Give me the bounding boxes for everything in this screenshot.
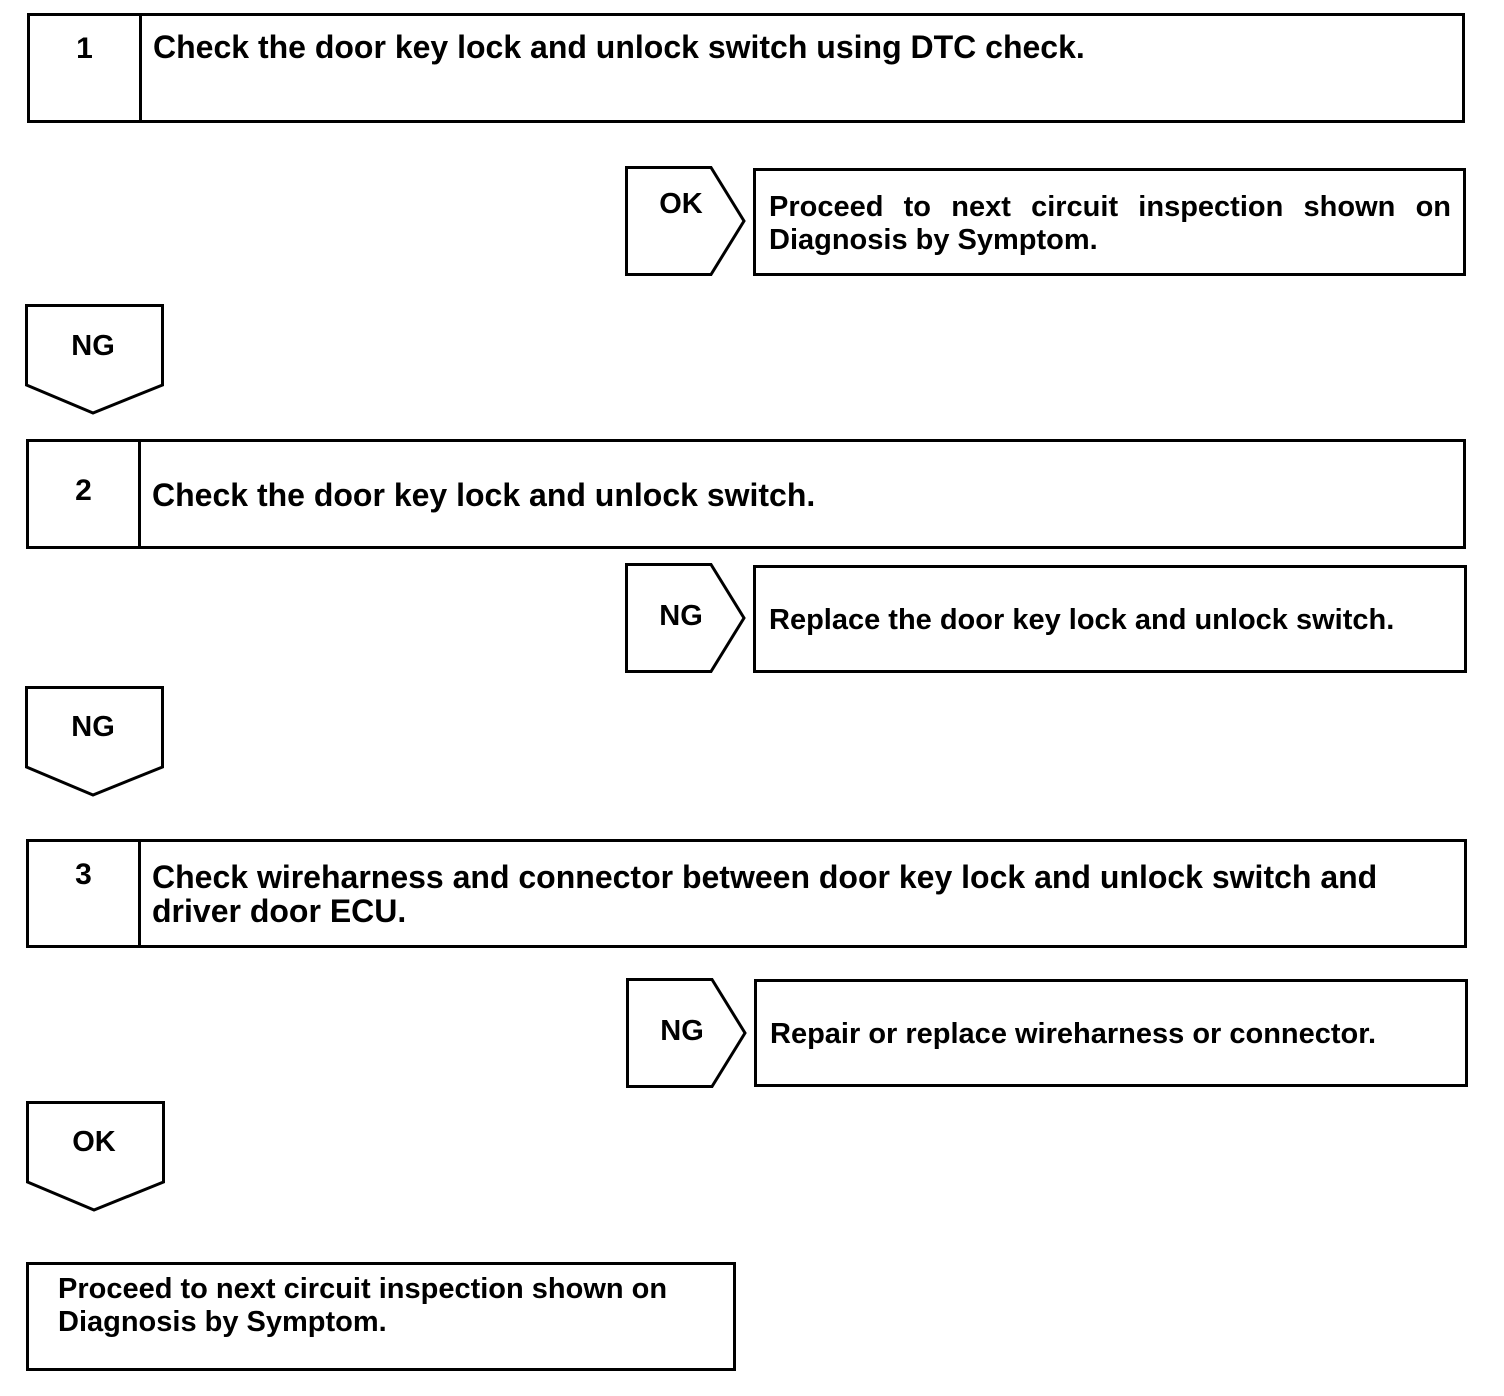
- step-1-text: Check the door key lock and unlock switc…: [153, 29, 1085, 65]
- branch-1-label: OK: [659, 188, 703, 220]
- branch-1-label-arrow: OK: [625, 166, 747, 276]
- branch-2-label: NG: [659, 600, 703, 632]
- step-2-box: 2 Check the door key lock and unlock swi…: [26, 439, 1466, 549]
- right-arrow-icon: [626, 978, 747, 1088]
- branch-3-label: NG: [660, 1015, 704, 1047]
- branch-3-label-arrow: NG: [626, 978, 748, 1088]
- flow-3-label: OK: [72, 1126, 116, 1158]
- branch-2-action-box: Replace the door key lock and unlock swi…: [753, 565, 1467, 673]
- right-arrow-icon: [625, 166, 746, 276]
- flow-3-label-arrow: OK: [26, 1101, 165, 1212]
- final-action-box: Proceed to next circuit inspection shown…: [26, 1262, 736, 1371]
- down-arrow-icon: [25, 304, 164, 415]
- step-1-number: 1: [30, 16, 142, 120]
- down-arrow-icon: [25, 686, 164, 797]
- branch-2-label-arrow: NG: [625, 563, 747, 673]
- branch-3-action-box: Repair or replace wireharness or connect…: [754, 979, 1468, 1087]
- step-1-box: 1 Check the door key lock and unlock swi…: [27, 13, 1465, 123]
- flow-2-label: NG: [71, 711, 115, 743]
- step-2-text: Check the door key lock and unlock switc…: [152, 477, 816, 513]
- flow-1-label: NG: [71, 330, 115, 362]
- flow-2-label-arrow: NG: [25, 686, 164, 797]
- step-3-number: 3: [29, 842, 141, 945]
- step-2-number: 2: [29, 442, 141, 546]
- down-arrow-icon: [26, 1101, 165, 1212]
- step-3-box: 3 Check wireharness and connector betwee…: [26, 839, 1467, 948]
- step-3-text: Check wireharness and connector between …: [152, 859, 1378, 929]
- flow-1-label-arrow: NG: [25, 304, 164, 415]
- right-arrow-icon: [625, 563, 746, 673]
- branch-1-action-box: Proceed to next circuit inspection shown…: [753, 168, 1466, 276]
